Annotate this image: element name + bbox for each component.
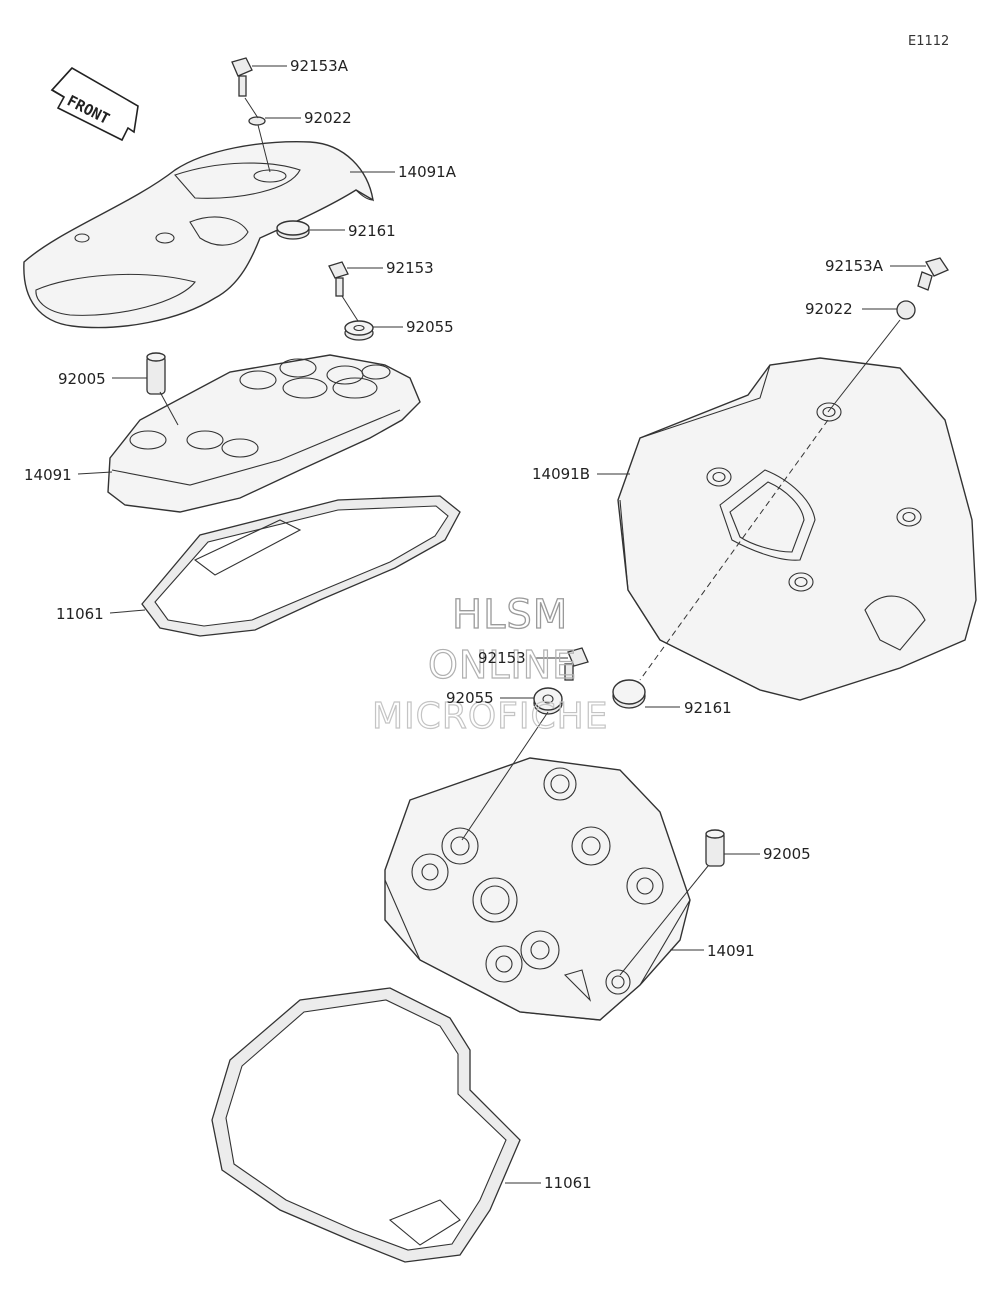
- rubber-92161-left: [276, 220, 310, 240]
- watermark-line3: MICROFICHE: [372, 696, 608, 737]
- dowel-92005-left: [146, 352, 166, 395]
- callout-92153A-right: 92153A: [825, 257, 884, 275]
- callout-14091A: 14091A: [398, 163, 457, 181]
- callout-92022-right: 92022: [805, 300, 853, 318]
- callout-92161-upper-left: 92161: [348, 222, 396, 240]
- watermark-line2: ONLINE: [428, 643, 577, 687]
- callout-92005-right: 92005: [763, 845, 811, 863]
- callout-92055-center: 92055: [446, 689, 494, 707]
- callout-14091-left: 14091: [24, 466, 72, 484]
- bolt-92153A-right: [917, 257, 949, 291]
- callout-92055-upper-left: 92055: [406, 318, 454, 336]
- callout-14091-lower: 14091: [707, 942, 755, 960]
- bolt-92153-center: [564, 647, 589, 681]
- gasket-11061-left: [141, 495, 461, 637]
- callout-92161-right: 92161: [684, 699, 732, 717]
- head-cover-14091-lower: [384, 757, 691, 1021]
- watermark-line1: HLSM: [452, 592, 568, 638]
- grommet-92055-center: [533, 687, 563, 715]
- callout-92022-upper-left: 92022: [304, 109, 352, 127]
- leader-lines-right: [461, 265, 926, 1184]
- callout-92153-center: 92153: [478, 649, 526, 667]
- diagram-code: E1112: [908, 34, 949, 49]
- cover-14091B: [617, 357, 977, 701]
- callout-92153A-upper-left: 92153A: [290, 57, 349, 75]
- leader-lines-upper-left: [77, 65, 403, 614]
- callout-11061-left: 11061: [56, 605, 104, 623]
- cover-14091A: [23, 141, 374, 329]
- callout-labels: 92153A 92022 14091A 92161 92153 92055 92…: [24, 57, 884, 1192]
- callout-11061-lower: 11061: [544, 1174, 592, 1192]
- bolt-92153-left: [328, 261, 349, 297]
- dowel-92005-right: [705, 829, 725, 867]
- callout-14091B: 14091B: [532, 465, 590, 483]
- bolt-92153A-left: [231, 57, 253, 97]
- callout-92005-left: 92005: [58, 370, 106, 388]
- rubber-92161-right: [612, 679, 646, 709]
- head-cover-14091-left: [107, 354, 421, 513]
- grommet-92055-left: [344, 320, 374, 341]
- washer-92022-right: [896, 300, 916, 320]
- front-arrow-icon: FRONT: [50, 66, 139, 142]
- washer-92022-left: [248, 116, 266, 126]
- callout-92153-upper-left: 92153: [386, 259, 434, 277]
- watermark: HLSM ONLINE MICROFICHE: [371, 591, 608, 737]
- gasket-11061-lower: [211, 987, 521, 1263]
